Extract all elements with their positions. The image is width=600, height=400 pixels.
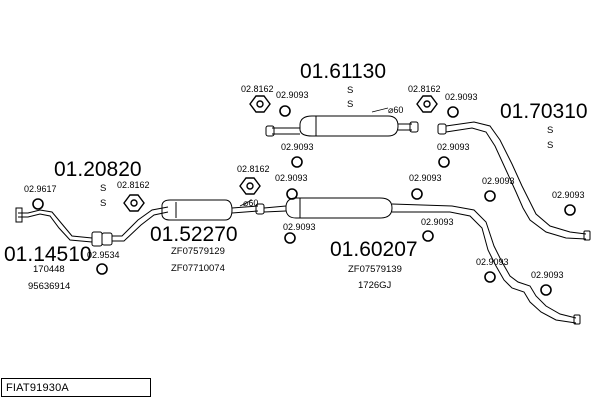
flange-gasket bbox=[416, 95, 438, 113]
reference-number: ZF07579139 bbox=[348, 264, 402, 275]
assembly-number: 01.60207 bbox=[330, 238, 418, 261]
rear-pipe bbox=[391, 203, 577, 319]
ring-hanger bbox=[286, 188, 298, 200]
ring-hanger bbox=[564, 204, 576, 216]
part-number: 02.8162 bbox=[237, 164, 270, 174]
part-number: 02.9093 bbox=[531, 270, 564, 280]
assembly-note: S bbox=[100, 198, 106, 209]
assembly-number: 01.61130 bbox=[300, 60, 386, 83]
assembly-note: S bbox=[547, 125, 553, 136]
upper-muffler bbox=[299, 115, 399, 137]
ring-hanger bbox=[96, 263, 108, 275]
centre-muffler bbox=[161, 199, 233, 221]
part-number: 02.9093 bbox=[276, 90, 309, 100]
ring-hanger bbox=[447, 106, 459, 118]
part-number: 02.9093 bbox=[421, 217, 454, 227]
part-number: 02.9534 bbox=[87, 250, 120, 260]
front-pipe bbox=[18, 209, 93, 239]
centre-outlet bbox=[255, 203, 265, 215]
ring-hanger bbox=[484, 190, 496, 202]
part-number: 02.9093 bbox=[482, 176, 515, 186]
diagram-code-box: FIAT91930A bbox=[1, 378, 151, 397]
ring-hanger bbox=[32, 198, 44, 210]
diameter-label: ⌀60 bbox=[388, 105, 403, 115]
part-number: 02.9093 bbox=[476, 257, 509, 267]
part-number: 02.9093 bbox=[409, 173, 442, 183]
ring-hanger bbox=[484, 271, 496, 283]
centre-pipe bbox=[112, 206, 169, 237]
assembly-note: S bbox=[347, 99, 353, 110]
upper-tailpipe bbox=[445, 121, 587, 235]
assembly-note: S bbox=[547, 140, 553, 151]
assembly-number: 01.70310 bbox=[500, 100, 588, 123]
assembly-number: 01.20820 bbox=[54, 158, 142, 181]
flange-gasket bbox=[123, 194, 145, 212]
ring-hanger bbox=[411, 188, 423, 200]
ring-hanger bbox=[422, 230, 434, 242]
part-number: 02.8162 bbox=[408, 84, 441, 94]
assembly-note: S bbox=[347, 85, 353, 96]
part-number: 02.9093 bbox=[275, 173, 308, 183]
reference-number: ZF07710074 bbox=[171, 263, 225, 274]
assembly-number: 01.52270 bbox=[150, 223, 238, 246]
part-number: 02.9093 bbox=[281, 142, 314, 152]
ring-hanger bbox=[438, 156, 450, 168]
reference-number: 1726GJ bbox=[358, 280, 392, 291]
assembly-number: 01.14510 bbox=[4, 243, 92, 266]
part-number: 02.9093 bbox=[552, 190, 585, 200]
upper-tail-end bbox=[583, 230, 591, 241]
part-number: 02.9093 bbox=[283, 222, 316, 232]
reference-number: ZF07579129 bbox=[171, 246, 225, 257]
ring-hanger bbox=[540, 284, 552, 296]
part-number: 02.8162 bbox=[117, 180, 150, 190]
diagram-code: FIAT91930A bbox=[6, 382, 69, 394]
connector-clamp bbox=[91, 231, 103, 247]
flange-gasket bbox=[249, 95, 271, 113]
reference-number: 95636914 bbox=[28, 281, 70, 292]
part-number: 02.8162 bbox=[241, 84, 274, 94]
assembly-note: S bbox=[100, 183, 106, 194]
ring-hanger bbox=[279, 105, 291, 117]
rear-muffler bbox=[285, 197, 393, 219]
reference-number: 170448 bbox=[33, 264, 65, 275]
rear-tailpipe bbox=[573, 314, 581, 325]
upper-inlet bbox=[272, 127, 300, 135]
part-number: 02.9093 bbox=[437, 142, 470, 152]
part-number: 02.9617 bbox=[24, 184, 57, 194]
part-number: 02.9093 bbox=[445, 92, 478, 102]
flange-gasket bbox=[239, 177, 261, 195]
ring-hanger bbox=[284, 232, 296, 244]
diameter-label: ⌀60 bbox=[243, 198, 258, 208]
front-flange bbox=[15, 207, 23, 223]
ring-hanger bbox=[291, 156, 303, 168]
